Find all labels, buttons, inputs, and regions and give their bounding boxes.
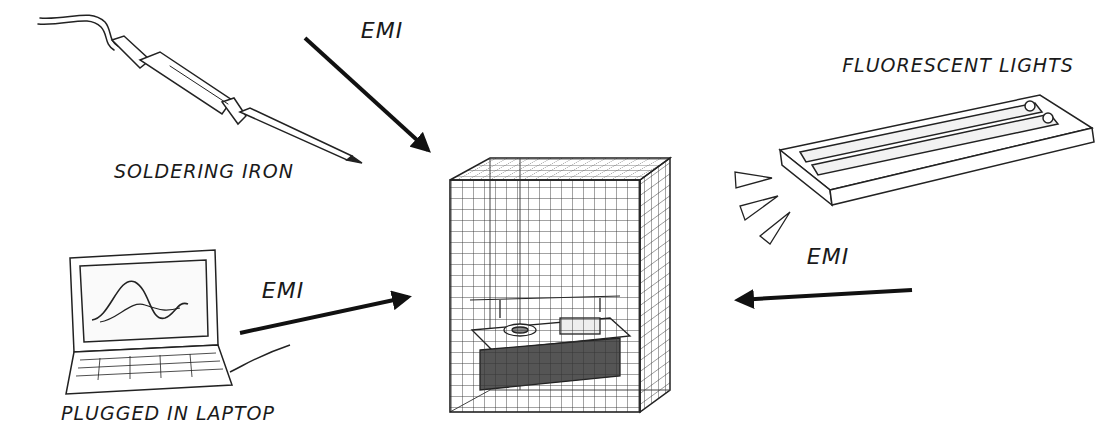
laptop	[66, 250, 290, 394]
label: FLUORESCENT LIGHTS	[842, 54, 1074, 77]
soldering-iron	[38, 15, 362, 163]
label: EMI	[361, 18, 403, 44]
faraday-cage	[450, 158, 670, 412]
light-rays	[735, 172, 790, 244]
label: PLUGGED IN LAPTOP	[61, 402, 275, 425]
label: SOLDERING IRON	[114, 160, 294, 183]
label: EMI	[807, 244, 849, 270]
label: EMI	[262, 278, 304, 304]
fluorescent-lights	[780, 95, 1094, 205]
